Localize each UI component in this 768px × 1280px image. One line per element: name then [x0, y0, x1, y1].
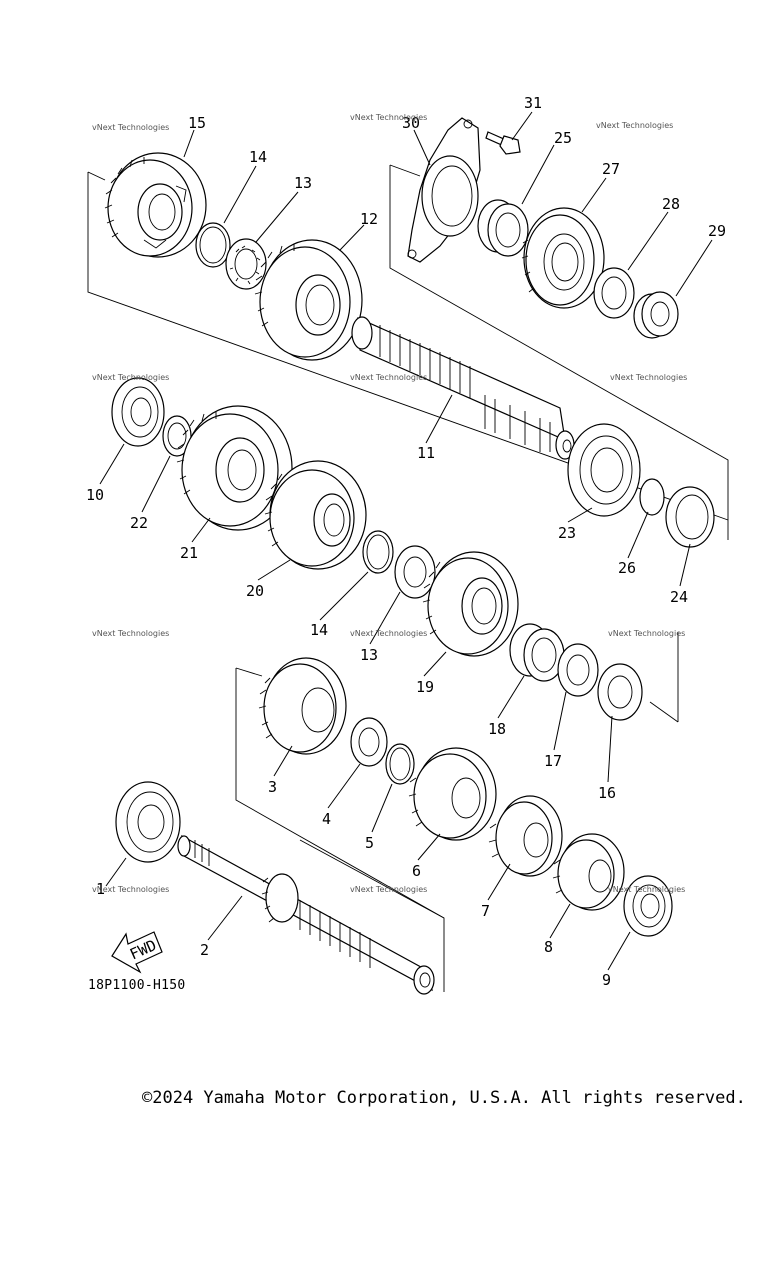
watermark: vNext Technologies	[350, 629, 427, 638]
callout-21: 21	[180, 544, 198, 562]
callout-13-lower: 13	[360, 646, 378, 664]
callout-15: 15	[188, 114, 206, 132]
part-9-bearing	[623, 875, 673, 937]
part-10-bearing	[111, 377, 165, 447]
watermark: vNext Technologies	[608, 629, 685, 638]
watermark: vNext Technologies	[92, 629, 169, 638]
callout-7: 7	[481, 902, 490, 920]
callout-17: 17	[544, 752, 562, 770]
callout-2: 2	[200, 941, 209, 959]
callout-18: 18	[488, 720, 506, 738]
part-13-washer-upper	[225, 238, 267, 290]
group-outlines	[87, 164, 729, 992]
part-21-gear	[176, 405, 293, 531]
callout-16: 16	[598, 784, 616, 802]
watermark: vNext Technologies	[92, 123, 169, 132]
watermark: vNext Technologies	[596, 121, 673, 130]
watermark: vNext Technologies	[92, 373, 169, 382]
callout-24: 24	[670, 588, 688, 606]
callout-29: 29	[708, 222, 726, 240]
callout-14-lower: 14	[310, 621, 328, 639]
watermark: vNext Technologies	[608, 885, 685, 894]
callout-30: 30	[402, 114, 420, 132]
part-4-washer	[350, 717, 388, 767]
watermark: vNext Technologies	[350, 373, 427, 382]
part-25-bearing	[477, 199, 529, 257]
part-18-needle-bearing	[509, 623, 565, 682]
part-15-gear	[104, 152, 207, 258]
callout-28: 28	[662, 195, 680, 213]
part-13-washer-lower	[394, 545, 436, 599]
callout-20: 20	[246, 582, 264, 600]
part-27-gear	[521, 207, 605, 309]
watermark: vNext Technologies	[350, 113, 427, 122]
part-14-circlip-lower	[362, 530, 394, 574]
callout-labels: 15 14 13 12 30 31 25 27 28 29 11 10 22 2…	[86, 94, 726, 989]
watermark: vNext Technologies	[92, 885, 169, 894]
part-23-bearing	[567, 423, 641, 517]
callout-11: 11	[417, 444, 435, 462]
watermark: vNext Technologies	[610, 373, 687, 382]
part-16-washer	[597, 663, 643, 721]
part-19-gear	[422, 551, 519, 657]
drawing-code: 18P1100-H150	[88, 978, 186, 993]
fwd-arrow-icon: FWD	[111, 931, 163, 974]
callout-19: 19	[416, 678, 434, 696]
callout-25: 25	[554, 129, 572, 147]
part-3-gear	[258, 657, 347, 755]
callout-22: 22	[130, 514, 148, 532]
part-24-oil-seal	[665, 486, 715, 548]
part-2-drive-axle	[177, 834, 435, 995]
callout-6: 6	[412, 862, 421, 880]
copyright-notice: ©2024 Yamaha Motor Corporation, U.S.A. A…	[142, 1088, 746, 1108]
callout-3: 3	[268, 778, 277, 796]
leader-lines	[99, 111, 713, 971]
watermarks: vNext Technologies vNext Technologies vN…	[92, 113, 687, 894]
part-26-o-ring	[639, 478, 665, 516]
callout-12: 12	[360, 210, 378, 228]
part-28-washer	[593, 267, 635, 319]
part-7-gear	[488, 795, 563, 877]
part-17-washer	[557, 643, 599, 697]
part-6-gear	[408, 747, 497, 841]
part-30-retainer-plate	[407, 117, 481, 263]
part-14-circlip-upper	[195, 222, 231, 268]
watermark: vNext Technologies	[350, 885, 427, 894]
part-12-gear	[254, 239, 363, 361]
callout-10: 10	[86, 486, 104, 504]
part-1-bearing	[115, 781, 181, 863]
part-20-gear	[264, 460, 367, 570]
callout-9: 9	[602, 971, 611, 989]
callout-5: 5	[365, 834, 374, 852]
callout-4: 4	[322, 810, 331, 828]
callout-1: 1	[96, 880, 105, 898]
callout-31: 31	[524, 94, 542, 112]
part-11-main-shaft	[351, 316, 575, 460]
callout-23: 23	[558, 524, 576, 542]
part-8-gear	[552, 833, 625, 911]
callout-13: 13	[294, 174, 312, 192]
part-5-circlip	[385, 743, 415, 785]
callout-8: 8	[544, 938, 553, 956]
part-29-nut	[633, 291, 679, 339]
callout-26: 26	[618, 559, 636, 577]
part-31-bolt	[485, 131, 521, 155]
callout-14: 14	[249, 148, 267, 166]
callout-27: 27	[602, 160, 620, 178]
